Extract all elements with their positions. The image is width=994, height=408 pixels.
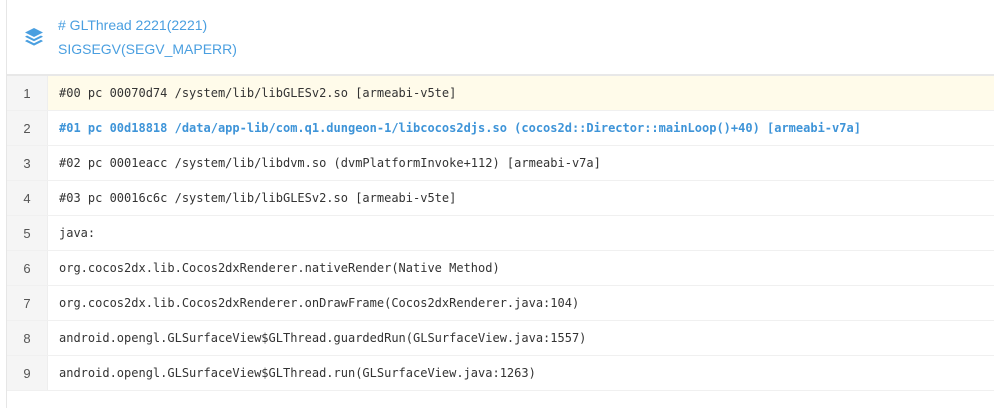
code-line: 3 #02 pc 0001eacc /system/lib/libdvm.so (… (7, 146, 994, 181)
line-text: java: (59, 226, 96, 240)
code-line: 8 android.opengl.GLSurfaceView$GLThread.g… (7, 321, 994, 356)
code-line: 1#00 pc 00070d74 /system/lib/libGLESv2.s… (7, 76, 994, 111)
code-line: 9 android.opengl.GLSurfaceView$GLThread.r… (7, 356, 994, 391)
line-number: 4 (7, 181, 48, 215)
line-number: 6 (7, 251, 48, 285)
code-line: 2 #01 pc 00d18818 /data/app-lib/com.q1.du… (7, 111, 994, 146)
signal-text: SIGSEGV(SEGV_MAPERR) (58, 41, 237, 57)
line-number: 5 (7, 216, 48, 250)
line-text: android.opengl.GLSurfaceView$GLThread.gu… (59, 331, 587, 345)
line-text: org.cocos2dx.lib.Cocos2dxRenderer.onDraw… (59, 296, 580, 310)
line-number: 7 (7, 286, 48, 320)
line-text: #02 pc 0001eacc /system/lib/libdvm.so (d… (59, 156, 601, 170)
line-text: #01 pc 00d18818 /data/app-lib/com.q1.dun… (59, 121, 861, 135)
line-text: android.opengl.GLSurfaceView$GLThread.ru… (59, 366, 536, 380)
line-number: 9 (7, 356, 48, 390)
line-text: #03 pc 00016c6c /system/lib/libGLESv2.so… (59, 191, 457, 205)
line-text: #00 pc 00070d74 /system/lib/libGLESv2.so… (48, 76, 994, 110)
line-number: 2 (7, 111, 48, 145)
thread-title: # GLThread 2221(2221) (58, 17, 208, 33)
code-lines: 1#00 pc 00070d74 /system/lib/libGLESv2.s… (7, 76, 994, 391)
line-number: 8 (7, 321, 48, 355)
line-number: 3 (7, 146, 48, 180)
code-line: 5 java: (7, 216, 994, 251)
line-number: 1 (7, 76, 48, 110)
layers-icon (25, 28, 43, 46)
code-line: 7 org.cocos2dx.lib.Cocos2dxRenderer.onDra… (7, 286, 994, 321)
stack-trace-panel: # GLThread 2221(2221) SIGSEGV(SEGV_MAPER… (6, 0, 994, 408)
thread-header: # GLThread 2221(2221) SIGSEGV(SEGV_MAPER… (7, 0, 994, 76)
code-line: 4 #03 pc 00016c6c /system/lib/libGLESv2.s… (7, 181, 994, 216)
line-text: org.cocos2dx.lib.Cocos2dxRenderer.native… (59, 261, 500, 275)
code-line: 6 org.cocos2dx.lib.Cocos2dxRenderer.nativ… (7, 251, 994, 286)
